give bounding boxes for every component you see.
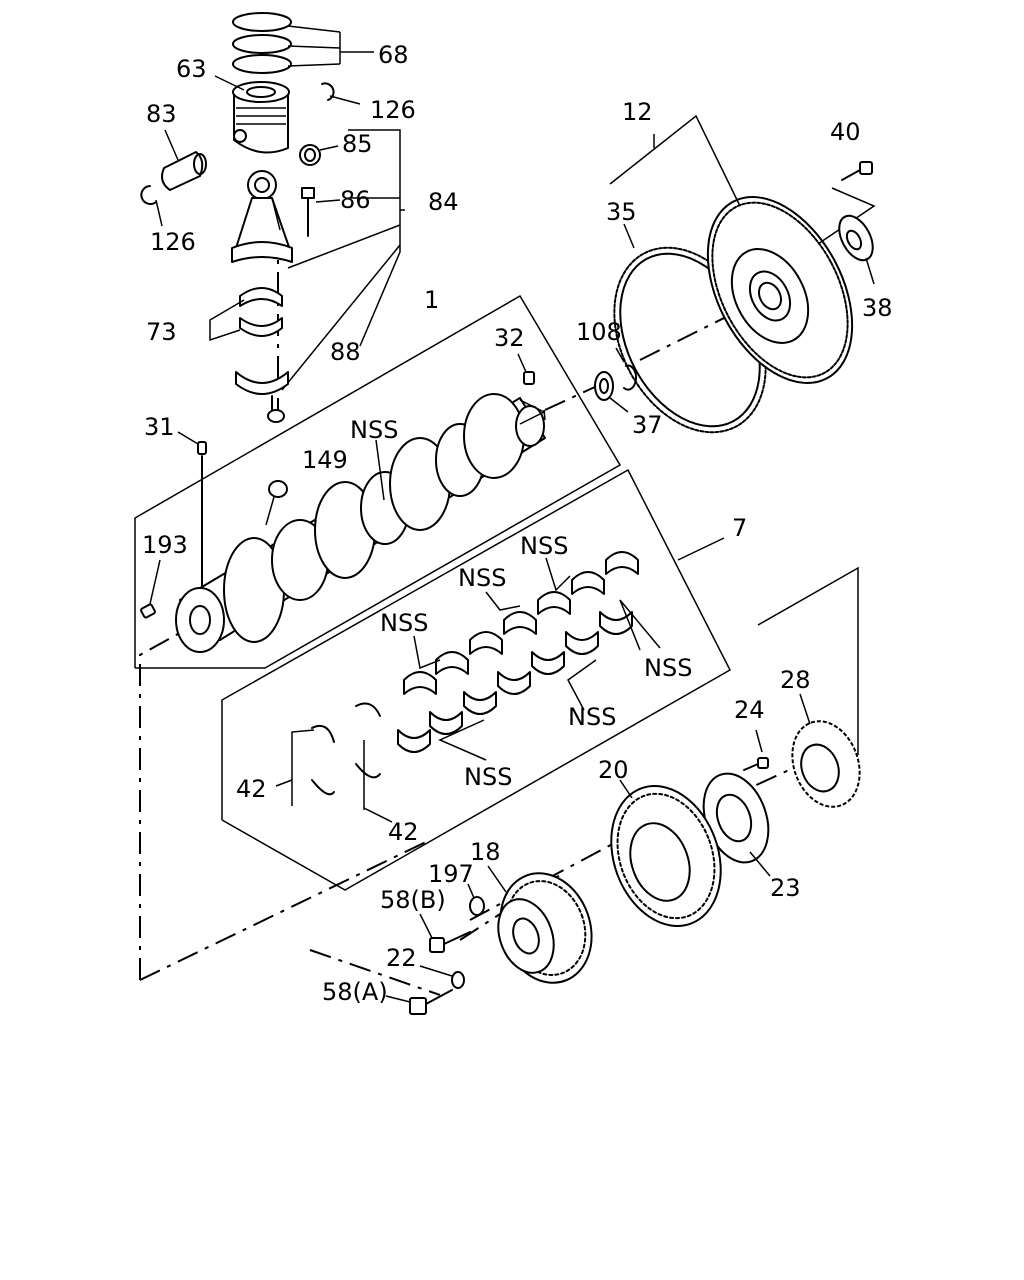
callout-42-left: 42 [236, 775, 267, 803]
callout-7: 7 [732, 514, 747, 542]
main-bearing-set[interactable] [397, 537, 725, 753]
flywheel[interactable] [609, 114, 882, 407]
callout-18: 18 [470, 838, 501, 866]
callout-42-right: 42 [388, 818, 419, 846]
frame-timing-group [757, 566, 859, 755]
callout-38: 38 [862, 294, 893, 322]
piston[interactable] [214, 75, 290, 154]
callout-32: 32 [494, 324, 525, 352]
thrust-washers-right[interactable] [355, 702, 393, 823]
callout-nss-4: NSS [644, 654, 692, 682]
crankshaft-timing-gear[interactable] [781, 693, 871, 816]
callout-nss-5: NSS [568, 703, 616, 731]
snap-ring-108[interactable] [615, 347, 638, 391]
crankshaft[interactable] [175, 393, 546, 653]
pilot-bearing-149[interactable] [265, 480, 288, 526]
rod-nut[interactable] [267, 409, 285, 423]
callout-73: 73 [146, 318, 177, 346]
oil-seal-rear[interactable] [594, 371, 629, 413]
washer-197[interactable] [467, 883, 485, 916]
callout-40: 40 [830, 118, 861, 146]
crankshaft-pulley[interactable] [486, 860, 607, 995]
callout-86: 86 [340, 186, 371, 214]
callout-58a: 58(A) [322, 978, 388, 1006]
frame-crankshaft-group [134, 294, 622, 669]
callout-24: 24 [734, 696, 765, 724]
nss-leaders [375, 439, 661, 761]
gear-bolt[interactable] [743, 729, 769, 771]
piston-pin[interactable] [161, 129, 207, 191]
callout-63: 63 [176, 55, 207, 83]
centerline-front [139, 629, 186, 980]
dowel-pin-32[interactable] [517, 353, 535, 385]
dowel-pin-31[interactable] [177, 431, 207, 597]
callout-nss-3: NSS [380, 609, 428, 637]
pulley-bolt-b[interactable] [419, 913, 471, 953]
callout-149: 149 [302, 446, 348, 474]
callout-nss-6: NSS [464, 763, 512, 791]
callout-nss-2: NSS [458, 564, 506, 592]
callout-58b: 58(B) [380, 886, 446, 914]
callout-31: 31 [144, 413, 175, 441]
callout-37: 37 [632, 411, 663, 439]
flywheel-plate[interactable] [832, 210, 879, 285]
callout-nss-1: NSS [520, 532, 568, 560]
callout-12: 12 [622, 98, 653, 126]
callout-23: 23 [770, 874, 801, 902]
callout-88: 88 [330, 338, 361, 366]
flywheel-bolt[interactable] [817, 161, 876, 245]
callout-1: 1 [424, 286, 439, 314]
callout-20: 20 [598, 756, 629, 784]
callout-28: 28 [780, 666, 811, 694]
callout-84: 84 [428, 188, 459, 216]
centerline-flywheel [544, 309, 741, 411]
bracket-73 [209, 299, 245, 342]
callout-22: 22 [386, 944, 417, 972]
callout-83: 83 [146, 100, 177, 128]
callout-108: 108 [576, 318, 622, 346]
rod-bearing-lower[interactable] [239, 317, 283, 337]
connecting-rod[interactable] [231, 170, 293, 263]
callout-126-upper: 126 [370, 96, 416, 124]
frame-bearing-group [221, 468, 731, 891]
rod-bolt[interactable] [301, 187, 341, 237]
thrust-washers-left[interactable] [275, 724, 335, 806]
callout-85: 85 [342, 130, 373, 158]
snap-ring-upper[interactable] [321, 82, 361, 105]
callout-126-lower: 126 [150, 228, 196, 256]
rod-bearing-upper[interactable] [239, 287, 283, 307]
torsional-damper[interactable] [593, 771, 740, 942]
snap-ring-lower[interactable] [140, 185, 163, 227]
key-pin-193[interactable] [140, 559, 161, 619]
callout-68: 68 [378, 41, 409, 69]
callout-197: 197 [428, 860, 474, 888]
callout-nss-crankshaft: NSS [350, 416, 398, 444]
small-end-bushing[interactable] [299, 144, 339, 166]
bracket-rod-assembly [281, 129, 405, 391]
piston-rings[interactable] [232, 12, 374, 74]
connecting-rod-cap[interactable] [235, 371, 289, 411]
washer-22[interactable] [419, 965, 465, 989]
pulley-bolt-a[interactable] [385, 989, 453, 1015]
callout-35: 35 [606, 198, 637, 226]
damper-plate[interactable] [692, 765, 780, 877]
callout-193: 193 [142, 531, 188, 559]
